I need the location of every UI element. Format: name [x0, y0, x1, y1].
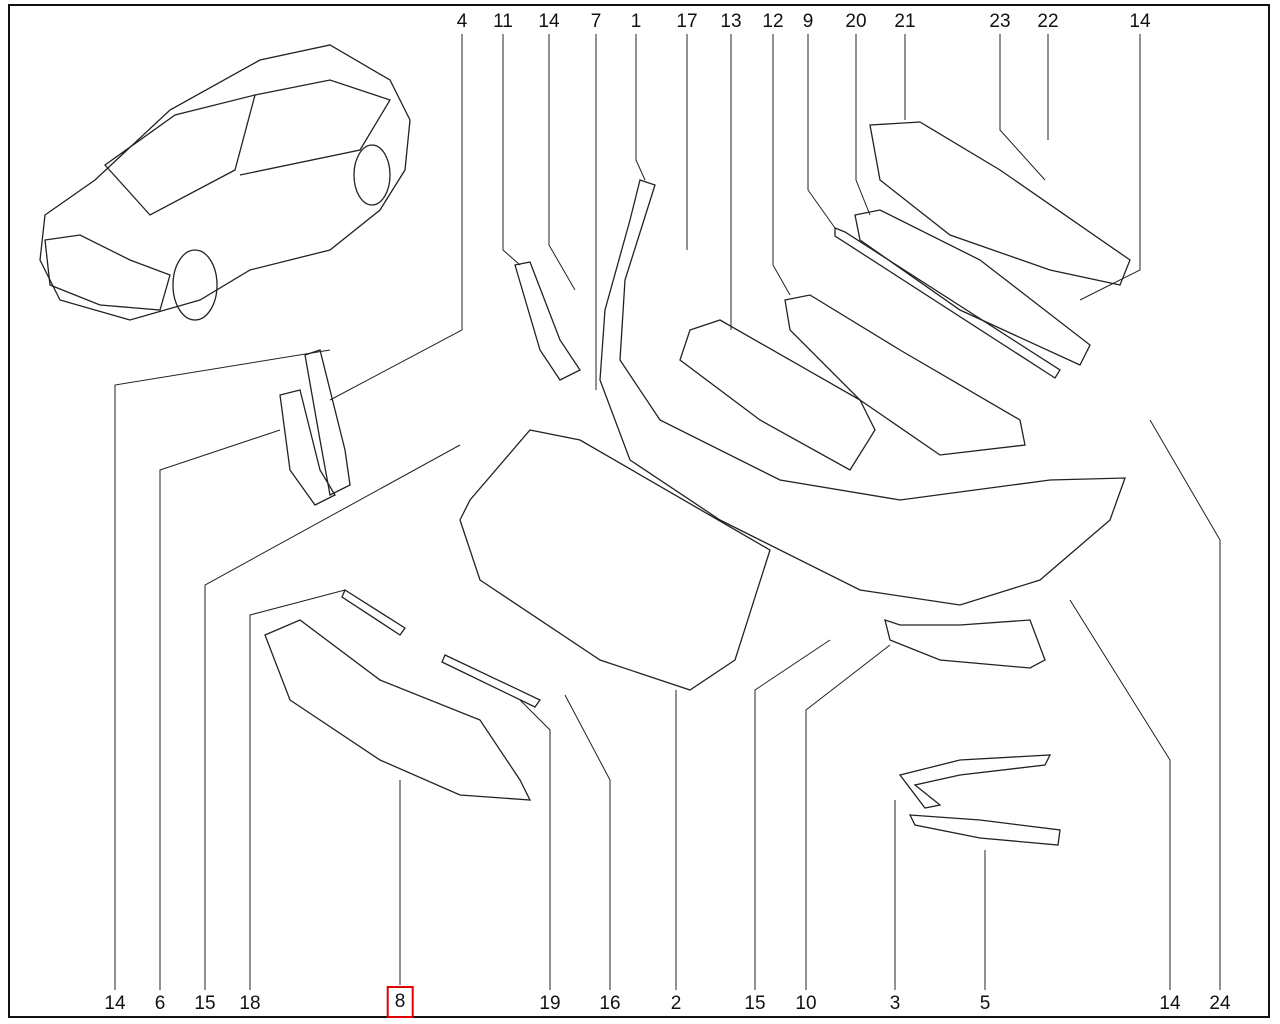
callout-15[interactable]: 15	[194, 993, 216, 1014]
callout-24[interactable]: 24	[1209, 993, 1231, 1014]
bracket-part-4	[304, 349, 351, 496]
callout-6[interactable]: 6	[154, 993, 166, 1014]
bracket-part-13	[679, 319, 876, 471]
upper-grille-part-21	[869, 121, 1131, 286]
strip-part-19	[441, 654, 541, 708]
strip-part-18	[341, 589, 406, 636]
callout-3[interactable]: 3	[889, 993, 901, 1014]
callout-5[interactable]: 5	[979, 993, 991, 1014]
callout-4[interactable]: 4	[456, 11, 468, 32]
bracket-part-11	[514, 261, 581, 381]
callout-21[interactable]: 21	[894, 11, 916, 32]
trim-part-10	[884, 619, 1046, 669]
callout-14-bottom-left[interactable]: 14	[104, 993, 126, 1014]
trim-part-5	[908, 814, 1061, 846]
trim-part-3	[898, 754, 1052, 809]
callout-14[interactable]: 14	[538, 11, 560, 32]
car-overview-illustration	[39, 44, 411, 321]
bracket-part-6	[279, 389, 336, 506]
callout-19[interactable]: 19	[539, 993, 561, 1014]
callout-9[interactable]: 9	[802, 11, 814, 32]
bumper-part-1	[599, 179, 1126, 606]
callout-17[interactable]: 17	[676, 11, 698, 32]
callout-22[interactable]: 22	[1037, 11, 1059, 32]
bracket-part-12	[784, 294, 1026, 456]
callout-15-right[interactable]: 15	[744, 993, 766, 1014]
callout-8-highlighted[interactable]: 8	[386, 986, 414, 1018]
grille-part-8	[264, 619, 532, 801]
grille-frame-part-20	[854, 209, 1091, 366]
callout-11[interactable]: 11	[493, 11, 513, 32]
callout-23[interactable]: 23	[989, 11, 1011, 32]
callout-14-bottom-right[interactable]: 14	[1159, 993, 1181, 1014]
leader-lines	[114, 34, 1221, 990]
callout-14-top-right[interactable]: 14	[1129, 11, 1151, 32]
callout-12[interactable]: 12	[762, 11, 784, 32]
callout-13[interactable]: 13	[720, 11, 742, 32]
diagram-frame	[8, 4, 1270, 1018]
callout-7[interactable]: 7	[590, 11, 602, 32]
callout-16[interactable]: 16	[599, 993, 621, 1014]
strip-part-9	[834, 227, 1061, 379]
callout-18[interactable]: 18	[239, 993, 261, 1014]
callout-1[interactable]: 1	[630, 11, 642, 32]
callout-10[interactable]: 10	[795, 993, 817, 1014]
callout-20[interactable]: 20	[845, 11, 867, 32]
callout-2[interactable]: 2	[670, 993, 682, 1014]
absorber-part-2	[459, 429, 771, 691]
